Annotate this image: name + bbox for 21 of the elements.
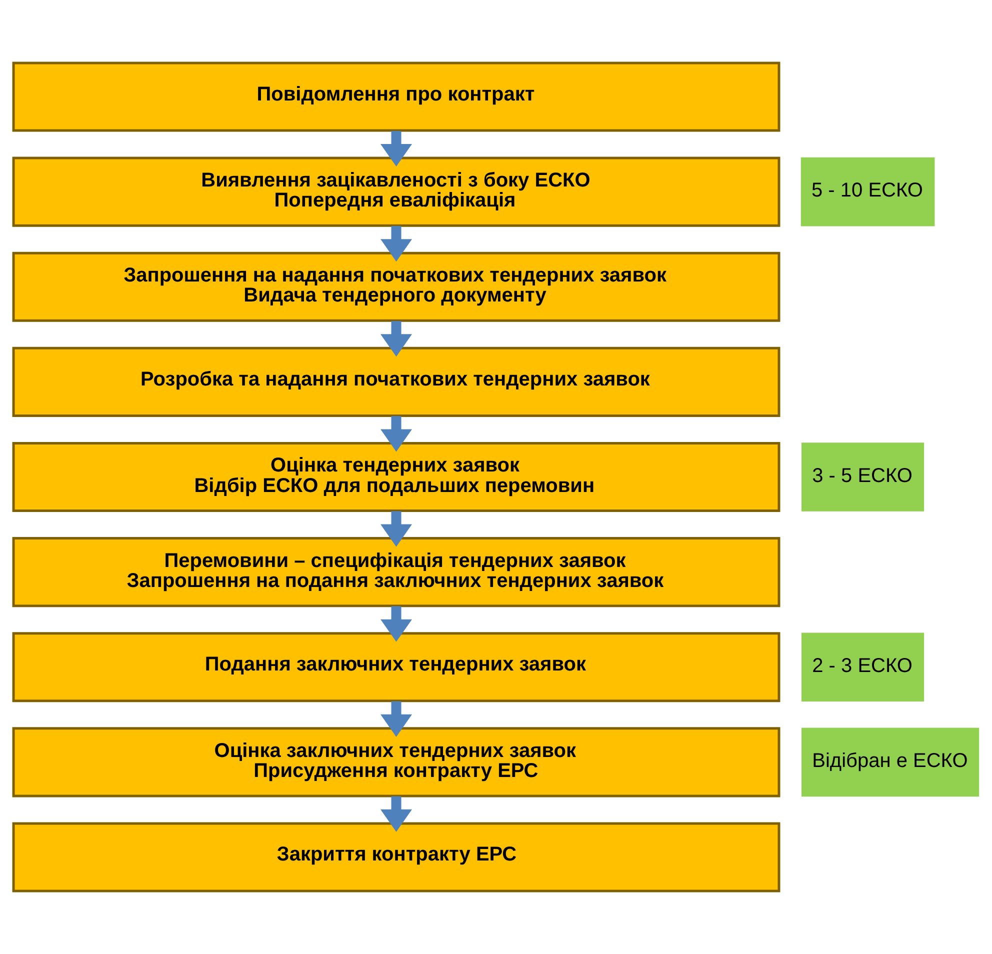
arrow [380, 416, 412, 452]
node-box: Розробка та надання початкових тендерних заявок [12, 346, 780, 417]
node-box: 3 - 5 ЕСКО [802, 442, 924, 512]
node-box: Перемовини – специфікація тендерних заявок Запрошення на подання заключних тендерних заявок [12, 537, 780, 608]
node-box: Повідомлення про контракт [12, 62, 780, 132]
node-box: Оцінка тендерних заявок Відбір ЕСКО для подальших перемовин [12, 442, 780, 512]
node-box: 5 - 10 ЕСКО [800, 157, 935, 226]
arrow [380, 606, 412, 642]
node-box: Виявлення зацікавленості з боку ЕСКО Попередня еваліфікація [12, 156, 780, 227]
arrow [380, 796, 412, 832]
node-box: Закриття контракту ЕРС [12, 822, 780, 892]
node-box: Запрошення на надання початкових тендерних заявок Видача тендерного документу [12, 252, 780, 322]
node-box: 2 - 3 ЕСКО [802, 632, 924, 702]
node-box: Відібран е ЕСКО [802, 728, 980, 797]
node-box: Подання заключних тендерних заявок [12, 632, 780, 702]
arrow [380, 130, 412, 167]
arrow [380, 701, 412, 737]
node-box: Оцінка заключних тендерних заявок Присудження контракту ЕРС [12, 727, 780, 798]
arrow [380, 321, 412, 357]
arrow [380, 511, 412, 547]
arrow [380, 226, 412, 262]
